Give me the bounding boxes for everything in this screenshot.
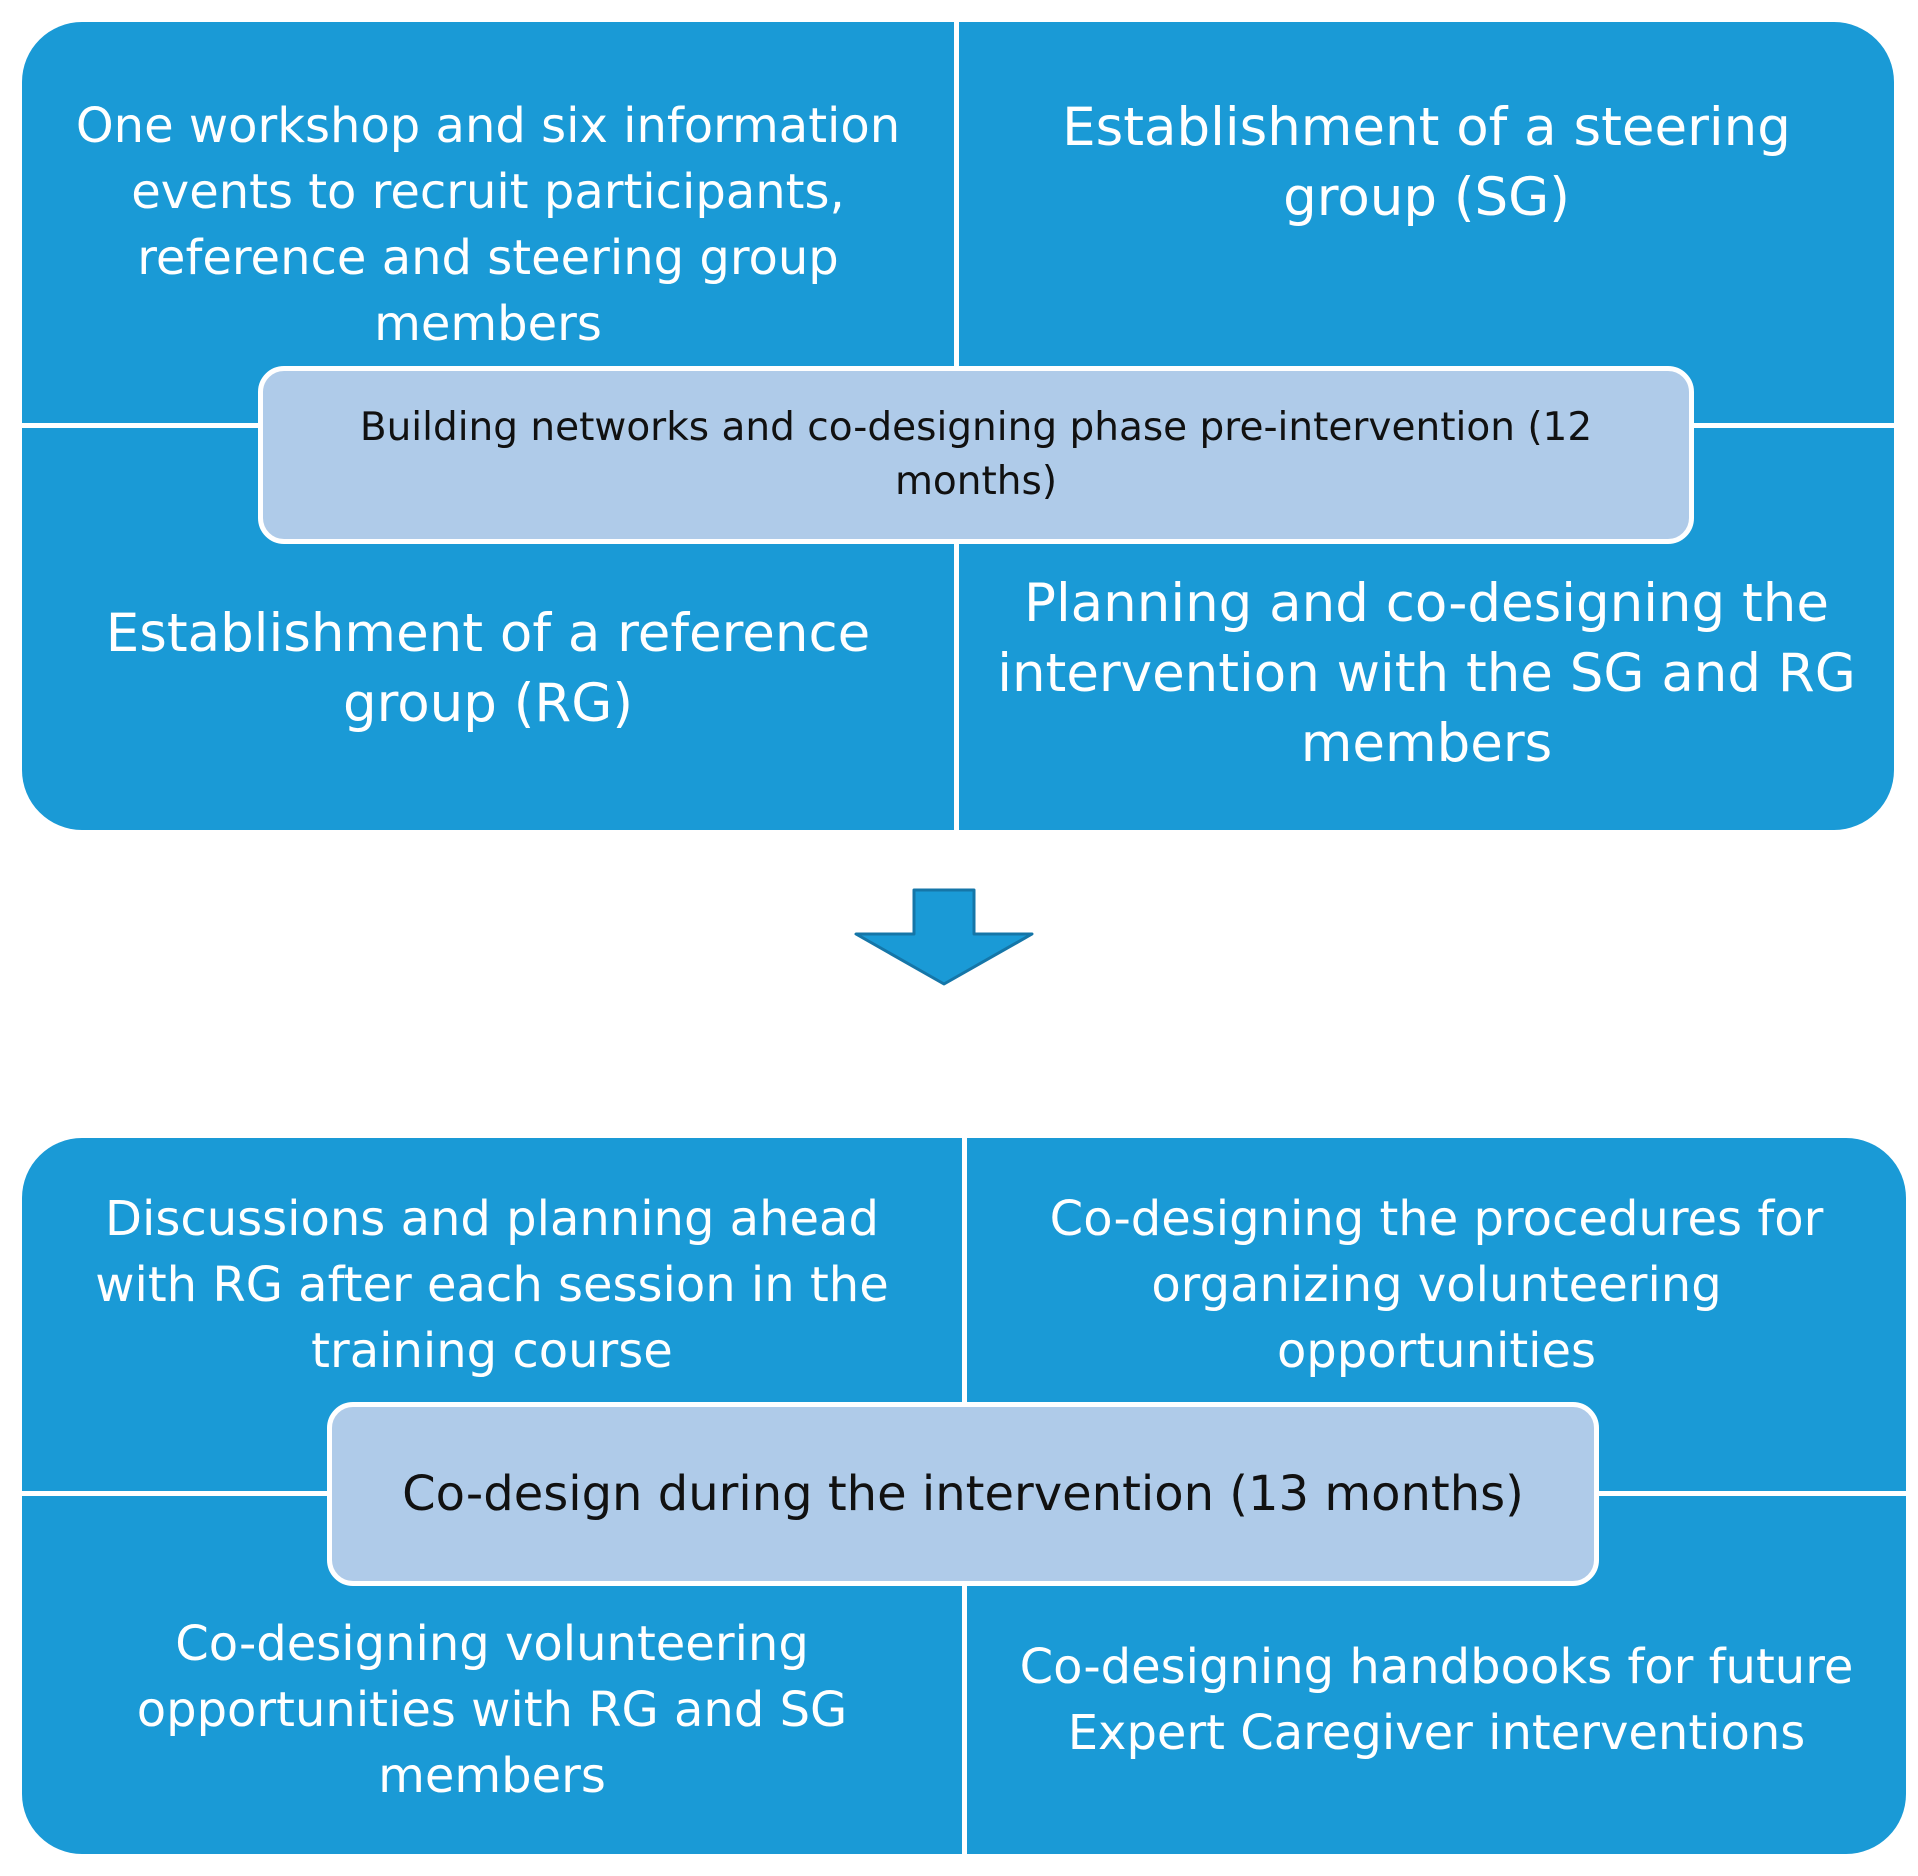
phase-2-bottom-left-box: Co-designing volunteering opportunities … xyxy=(22,1496,962,1854)
phase-2-panel: Discussions and planning ahead with RG a… xyxy=(22,1138,1906,1854)
text-line: events to recruit participants, xyxy=(131,164,845,220)
text-line: Co-designing handbooks for future xyxy=(1019,1639,1854,1695)
phase-2-title-box: Co-design during the intervention (13 mo… xyxy=(327,1402,1599,1586)
text-line: opportunities with RG and SG xyxy=(136,1682,848,1738)
text-line: reference and steering group xyxy=(137,230,839,286)
phase-2-bottom-right-box: Co-designing handbooks for future Expert… xyxy=(967,1496,1906,1854)
text-line: members xyxy=(378,1748,606,1804)
phase-2-top-right-box: Co-designing the procedures for organizi… xyxy=(967,1138,1906,1491)
text-line: group (SG) xyxy=(1283,166,1570,228)
text-line: Building networks and co-designing phase… xyxy=(359,405,1593,450)
phase-1-bottom-right-box: Planning and co-designing the interventi… xyxy=(959,428,1894,830)
text-line: Establishment of a reference xyxy=(105,603,871,664)
text-line: members xyxy=(374,296,602,352)
text-line: months) xyxy=(894,459,1058,504)
text-line: Co-design during the intervention (13 mo… xyxy=(402,1466,1524,1522)
phase-1-title-box: Building networks and co-designing phase… xyxy=(258,366,1694,544)
text-line: organizing volunteering xyxy=(1151,1256,1722,1313)
text-line: One workshop and six information xyxy=(75,98,901,154)
text-line: group (RG) xyxy=(342,673,634,734)
text-line: Planning and co-designing the xyxy=(1024,573,1829,634)
phase-2-top-left-box: Discussions and planning ahead with RG a… xyxy=(22,1138,962,1491)
text-line: Establishment of a steering xyxy=(1062,96,1791,158)
phase-1-top-left-box: One workshop and six information events … xyxy=(22,22,954,423)
text-line: with RG after each session in the xyxy=(95,1256,889,1313)
phase-1-bottom-left-box: Establishment of a reference group (RG) xyxy=(22,428,954,830)
text-line: Discussions and planning ahead xyxy=(105,1190,879,1247)
text-line: Co-designing the procedures for xyxy=(1049,1190,1824,1247)
phase-1-panel: One workshop and six information events … xyxy=(22,22,1894,830)
arrow-shape xyxy=(854,888,1034,986)
phase-1-top-right-box: Establishment of a steering group (SG) xyxy=(959,22,1894,423)
text-line: intervention with the SG and RG xyxy=(997,643,1856,704)
text-line: members xyxy=(1300,713,1553,774)
text-line: Co-designing volunteering xyxy=(175,1616,809,1672)
down-arrow-icon xyxy=(854,888,1034,986)
text-line: training course xyxy=(311,1322,673,1379)
text-line: Expert Caregiver interventions xyxy=(1067,1705,1806,1761)
text-line: opportunities xyxy=(1276,1322,1597,1379)
